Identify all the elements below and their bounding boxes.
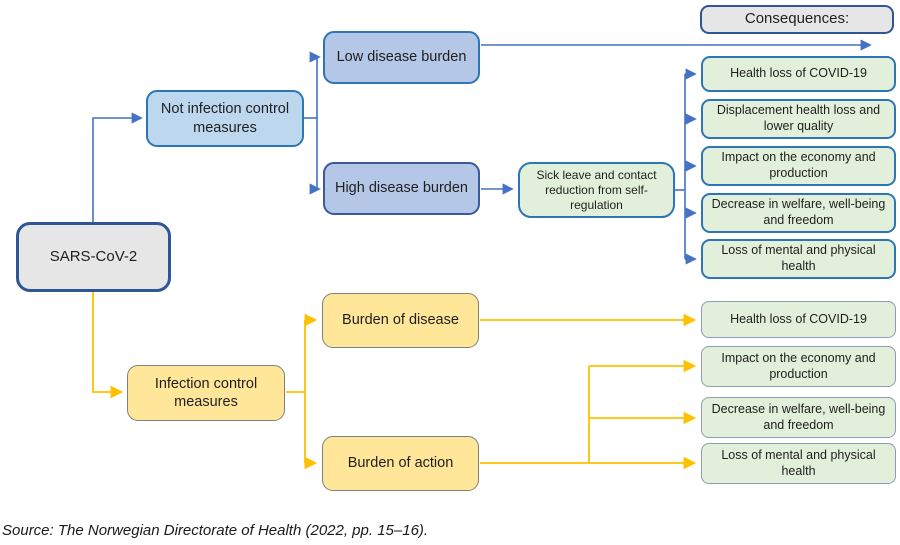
sars-cov-2-node: SARS-CoV-2 (16, 222, 171, 292)
burden-of-action-node: Burden of action (322, 436, 479, 491)
not-infection-control-measures-node: Not infection control measures (146, 90, 304, 147)
burden-of-disease-node: Burden of disease (322, 293, 479, 348)
source-citation: Source: The Norwegian Directorate of Hea… (2, 522, 429, 539)
consequence-welfare-decrease: Decrease in welfare, well-being and free… (701, 193, 896, 233)
measures-consequence-mental-physical-health: Loss of mental and physical health (701, 443, 896, 484)
high-disease-burden-node: High disease burden (323, 162, 480, 215)
consequence-mental-physical-health: Loss of mental and physical health (701, 239, 896, 279)
measures-consequence-economy-impact: Impact on the economy and production (701, 346, 896, 387)
measures-consequence-health-loss-covid: Health loss of COVID-19 (701, 301, 896, 338)
measures-consequence-welfare-decrease: Decrease in welfare, well-being and free… (701, 397, 896, 438)
consequence-economy-impact: Impact on the economy and production (701, 146, 896, 186)
consequence-displacement-health-loss: Displacement health loss and lower quali… (701, 99, 896, 139)
low-disease-burden-node: Low disease burden (323, 31, 480, 84)
infection-control-measures-node: Infection control measures (127, 365, 285, 421)
consequence-health-loss-covid: Health loss of COVID-19 (701, 56, 896, 92)
consequences-header: Consequences: (700, 5, 894, 34)
sick-leave-self-regulation-node: Sick leave and contact reduction from se… (518, 162, 675, 218)
